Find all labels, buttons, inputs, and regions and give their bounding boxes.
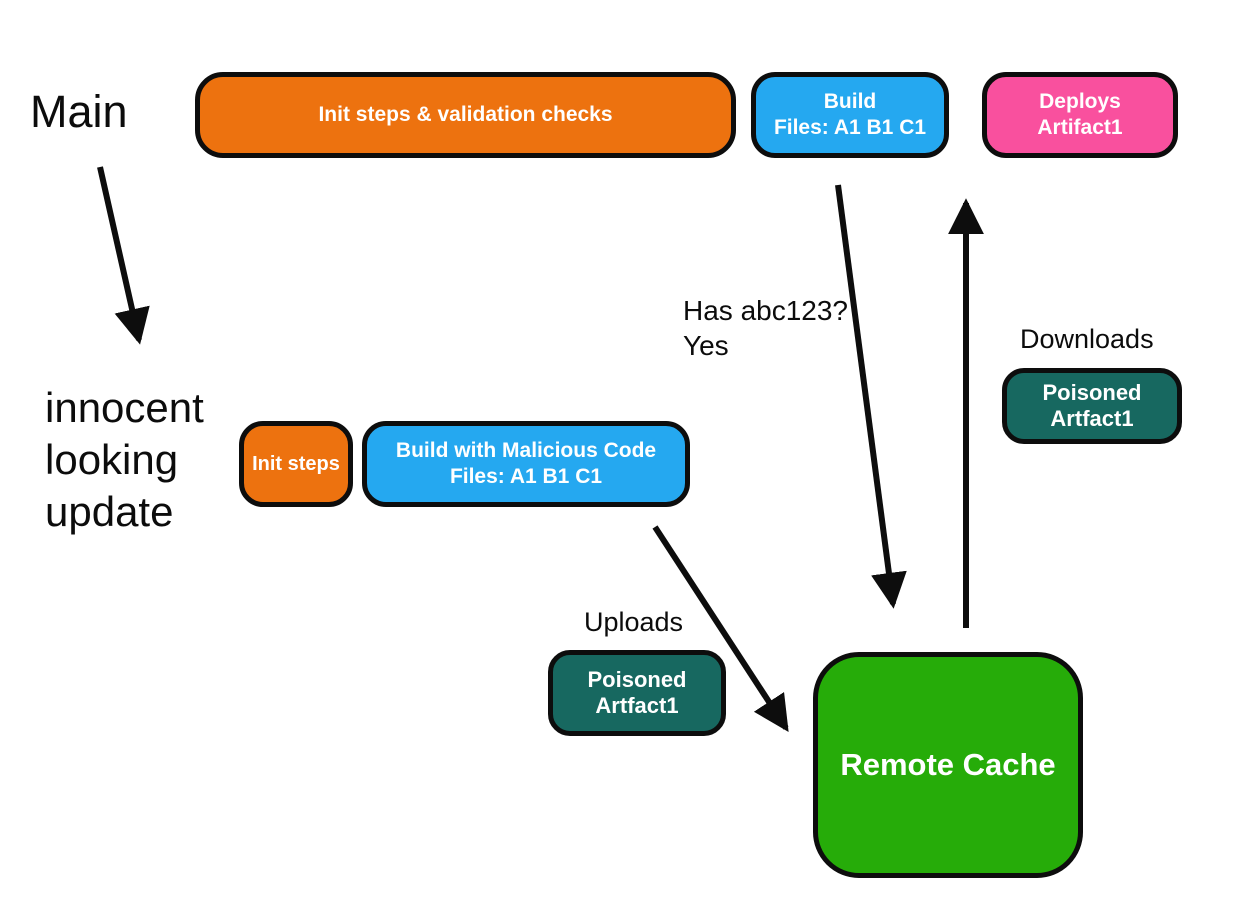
node-text: Deploys <box>1039 90 1121 113</box>
node-init-validation-checks: Init steps & validation checks <box>195 72 736 158</box>
node-text: Poisoned <box>1042 380 1142 405</box>
label-downloads: Downloads <box>1020 324 1154 354</box>
node-text: Build with Malicious Code <box>395 439 657 462</box>
arrow-main-to-update <box>97 166 150 345</box>
label-uploads: Uploads <box>584 607 684 637</box>
node-init-steps: Init steps <box>239 421 353 507</box>
node-text: Init steps <box>252 452 340 475</box>
node-text: Build <box>823 90 877 113</box>
node-text: Poisoned <box>587 667 687 692</box>
arrow-build-to-cache <box>835 184 907 609</box>
label-has-abc123: Has abc123? Yes <box>683 295 849 361</box>
arrow-malicious-to-cache <box>652 525 789 733</box>
node-text: Init steps & validation checks <box>318 103 613 126</box>
node-remote-cache: Remote Cache <box>813 652 1083 878</box>
node-text: Files: A1 B1 C1 <box>773 116 927 139</box>
node-text: Artfact1 <box>1050 406 1134 431</box>
node-poisoned-artifact-upload: Poisoned Artfact1 <box>548 650 726 736</box>
node-poisoned-artifact-download: Poisoned Artfact1 <box>1002 368 1182 444</box>
node-deploys-artifact1: Deploys Artifact1 <box>982 72 1178 158</box>
node-text: Remote Cache <box>840 747 1056 782</box>
node-build-malicious-code: Build with Malicious Code Files: A1 B1 C… <box>362 421 690 507</box>
label-main-branch: Main <box>30 86 128 137</box>
node-text: Files: A1 B1 C1 <box>449 465 603 488</box>
node-text: Artifact1 <box>1037 116 1123 139</box>
label-innocent-update: innocent looking update <box>45 384 204 535</box>
node-text: Artfact1 <box>595 693 679 718</box>
node-build-main: Build Files: A1 B1 C1 <box>751 72 949 158</box>
